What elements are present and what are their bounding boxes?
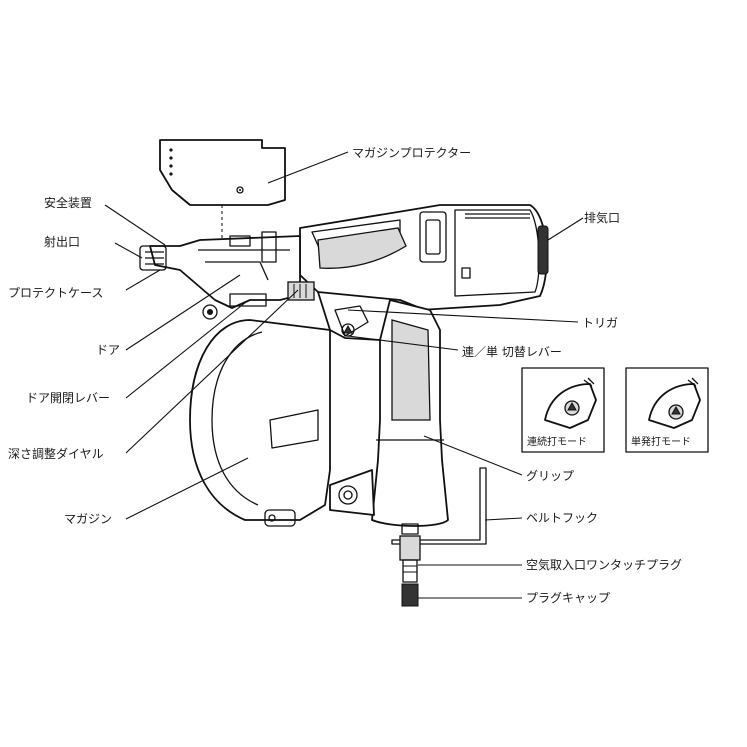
label-plug-cap: プラグキャップ	[526, 591, 610, 605]
label-door: ドア	[96, 343, 120, 357]
magazine-part	[189, 304, 331, 527]
label-magazine-protector: マガジンプロテクター	[352, 146, 471, 160]
magazine-protector-part	[159, 139, 286, 240]
label-air-plug: 空気取入口ワンタッチプラグ	[526, 557, 682, 572]
label-safety-device: 安全装置	[44, 195, 92, 210]
single-mode-inset	[625, 367, 709, 453]
label-group: マガジンプロテクター 安全装置 排気口 射出口 プロテクトケース トリガ ドア …	[8, 146, 691, 605]
label-belt-hook: ベルトフック	[526, 511, 598, 525]
label-exhaust-port: 排気口	[584, 210, 620, 225]
inset-label-single: 単発打モード	[631, 435, 691, 448]
label-magazine: マガジン	[64, 512, 112, 526]
label-nose: 射出口	[44, 234, 80, 249]
label-trigger: トリガ	[582, 316, 618, 330]
label-grip: グリップ	[526, 469, 574, 483]
continuous-mode-inset	[521, 367, 605, 453]
label-mode-lever: 連／単 切替レバー	[462, 345, 562, 359]
label-depth-dial: 深さ調整ダイヤル	[8, 446, 104, 461]
leader-lines	[104, 151, 584, 599]
inset-label-continuous: 連続打モード	[527, 435, 587, 448]
label-door-lever: ドア開閉レバー	[26, 391, 110, 405]
belt-hook-part	[391, 467, 487, 545]
air-plug-part	[399, 523, 421, 607]
label-protect-case: プロテクトケース	[8, 286, 103, 300]
